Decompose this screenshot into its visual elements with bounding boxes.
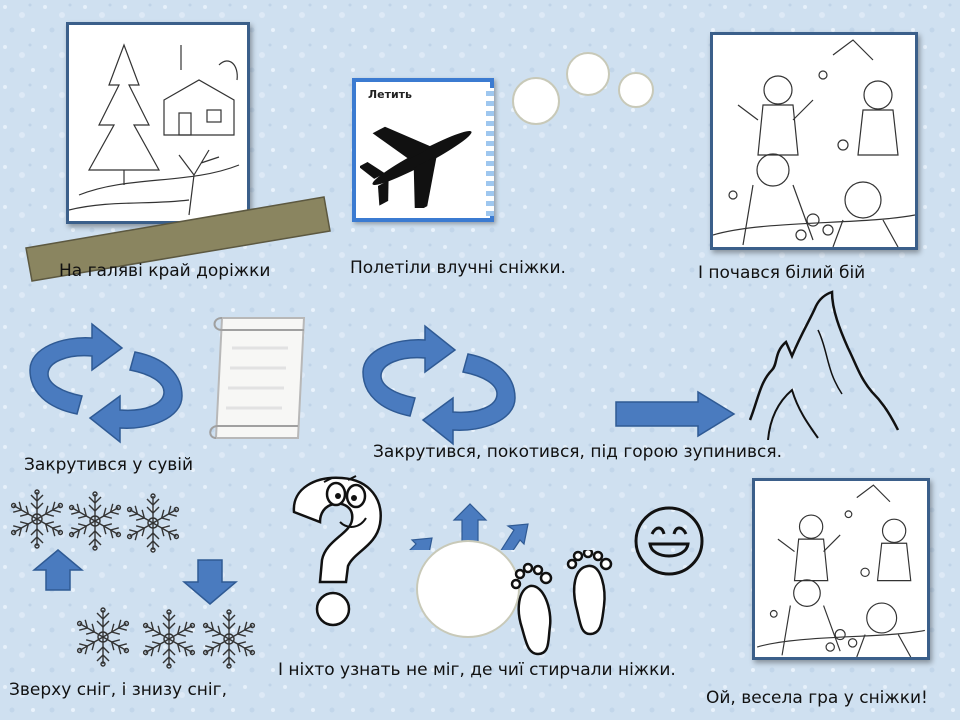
snowball-fight-drawing-frame: [710, 32, 918, 250]
snowflake-icon-2: [64, 490, 126, 552]
mountain-icon: [748, 290, 900, 440]
snowflake-icon-1: [6, 488, 68, 550]
caption-4: Закрутився у сувій: [24, 455, 194, 475]
olive-stick: [25, 196, 331, 282]
snowballs-icon: [512, 52, 654, 125]
airplane-icon: [360, 126, 472, 208]
snowflake-icon-5: [138, 608, 200, 670]
up-arrow-icon: [32, 549, 84, 591]
caption-5: Закрутився, покотився, під горою зупинив…: [373, 442, 782, 462]
caption-6: Зверху сніг, і знизу сніг,: [9, 680, 227, 700]
caption-8: Ой, весела гра у сніжки!: [706, 688, 928, 708]
snowflake-icon-3: [122, 492, 184, 554]
snowball-icon: [416, 540, 520, 638]
scroll-icon: [209, 317, 306, 439]
winter-house-drawing-frame: [66, 22, 250, 224]
snowflake-icon-6: [198, 608, 260, 670]
airplane-card: Летить: [352, 78, 494, 222]
down-arrow-icon: [182, 559, 238, 605]
footprints-icon: [510, 550, 613, 656]
smiley-icon: [634, 506, 704, 576]
caption-3: І почався білий бій: [698, 263, 866, 283]
snowball-fight-drawing: [712, 39, 916, 248]
snowball-fight-drawing-2-frame: [752, 478, 930, 660]
winter-house-drawing: [68, 43, 240, 216]
snowball-arrows: [409, 503, 529, 550]
question-mark-icon: [292, 475, 382, 627]
caption-2: Полетіли влучні сніжки.: [350, 258, 566, 278]
snowball-fight-drawing-2: [756, 484, 925, 658]
cycle-arrows-icon: [29, 322, 183, 444]
cycle-arrows-icon-2: [362, 324, 516, 446]
snowflake-icon-4: [72, 606, 134, 668]
card-edge-pattern: [486, 88, 494, 216]
card-title: Летить: [368, 88, 413, 101]
caption-7: І ніхто узнать не міг, де чиї стирчали н…: [278, 660, 676, 680]
caption-1: На галяві край доріжки: [59, 261, 271, 281]
right-arrow-icon: [615, 390, 736, 438]
